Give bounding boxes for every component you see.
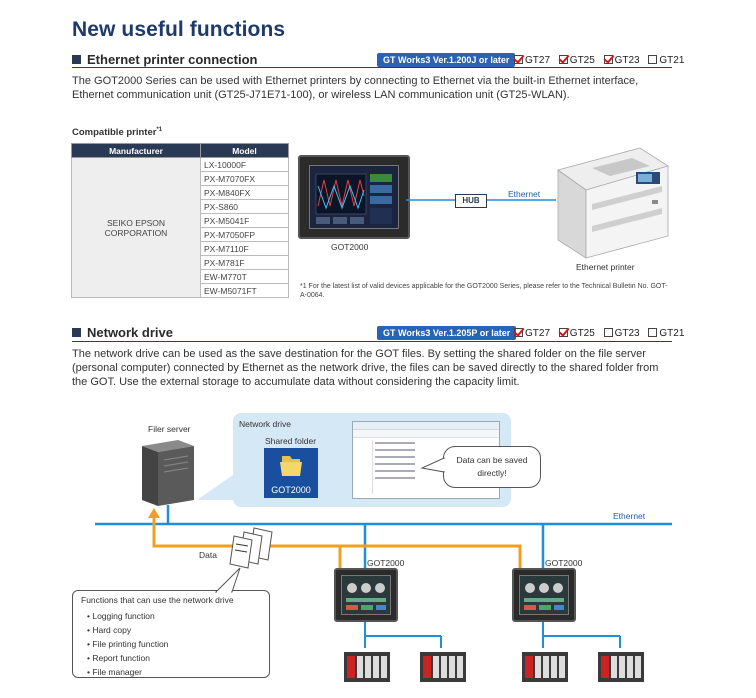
functions-title: Functions that can use the network drive: [81, 595, 234, 605]
model-cell: EW-M770T: [200, 269, 289, 284]
folder-name: GOT2000: [271, 485, 311, 495]
got2000-panel-icon: [334, 568, 398, 622]
data-label: Data: [199, 550, 217, 560]
functions-pointer: [214, 567, 241, 593]
ethernet-printer-label: Ethernet printer: [576, 262, 635, 272]
version-badge: GT Works3 Ver.1.205P or later: [377, 326, 517, 340]
square-bullet-icon: [72, 55, 81, 64]
section-ethernet-printer-title: Ethernet printer connection: [72, 52, 257, 67]
footnote: *1 For the latest list of valid devices …: [300, 283, 668, 299]
printer-icon: [557, 147, 669, 259]
list-item: • File printing function: [87, 639, 169, 649]
model-cell: PX-S860: [200, 199, 289, 214]
checkbox-checked-icon: [558, 328, 568, 337]
hmi-screen: [341, 575, 391, 615]
network-drive-label: Network drive: [239, 419, 291, 429]
compatible-printer-table: Manufacturer Model SEIKO EPSON CORPORATI…: [71, 143, 289, 298]
model-cell: PX-M7050FP: [200, 227, 289, 242]
section-rule: [72, 341, 672, 342]
got2000-label: GOT2000: [545, 558, 583, 568]
checkbox-empty-icon: [648, 328, 658, 337]
got2000-label: GOT2000: [331, 242, 369, 252]
section-rule: [72, 67, 672, 68]
model-cell: PX-M840FX: [200, 185, 289, 200]
shared-folder-tile: GOT2000: [264, 448, 318, 498]
version-badge: GT Works3 Ver.1.200J or later: [377, 53, 516, 67]
checkbox-checked-icon: [603, 55, 613, 64]
model-cell: PX-M781F: [200, 255, 289, 270]
got2000-label: GOT2000: [367, 558, 405, 568]
checkbox-checked-icon: [514, 55, 523, 64]
model-checklist: GT27 GT25 GT23 GT21: [508, 55, 684, 66]
trend-graph-icon: [315, 173, 392, 224]
model-cell: PX-M7110F: [200, 241, 289, 256]
table-row: EW-M5071FT: [72, 283, 289, 298]
plc-icon: [598, 652, 644, 682]
page-heading: New useful functions: [72, 18, 286, 41]
hmi-screen: [519, 575, 569, 615]
gauges-icon: [346, 583, 386, 610]
list-item: • Report function: [87, 653, 150, 663]
functions-list: • Logging function • Hard copy • File pr…: [73, 609, 269, 679]
list-item: • Logging function: [87, 611, 155, 621]
callout-bubble: Data can be saved directly!: [443, 446, 541, 488]
table-header: Model: [200, 143, 289, 158]
hmi-screen: [309, 165, 399, 229]
checkbox-checked-icon: [514, 328, 523, 337]
ethernet-label: Ethernet: [508, 189, 541, 199]
table-caption: Compatible printer*1: [72, 127, 163, 139]
file-list-icon: [375, 442, 415, 479]
checkbox-checked-icon: [558, 55, 568, 64]
network-diagram-lines: [95, 505, 672, 648]
file-server-icon: [142, 440, 194, 506]
plc-icon: [420, 652, 466, 682]
square-bullet-icon: [72, 328, 81, 337]
model-cell: EW-M5071FT: [200, 283, 289, 298]
explorer-addressbar: [353, 430, 499, 438]
manufacturer-cell: SEIKO EPSON CORPORATION: [71, 157, 201, 298]
model-cell: LX-10000F: [200, 157, 289, 172]
explorer-navpane: [356, 440, 373, 494]
plc-icon: [344, 652, 390, 682]
functions-box: Functions that can use the network drive…: [72, 590, 270, 678]
explorer-titlebar: [353, 422, 499, 430]
hub-box: HUB: [455, 194, 487, 208]
section-description: The network drive can be used as the sav…: [72, 348, 659, 388]
got2000-panel-icon: [512, 568, 576, 622]
callout-text: Data can be saved directly!: [456, 455, 528, 478]
callout-pointer: [420, 457, 445, 473]
plc-icon: [522, 652, 568, 682]
section-network-drive-title: Network drive: [72, 325, 173, 340]
model-checklist: GT27 GT25 GT23 GT21: [508, 328, 684, 339]
shared-folder-label: Shared folder: [265, 436, 317, 446]
section-description: The GOT2000 Series can be used with Ethe…: [72, 75, 639, 101]
checkbox-empty-icon: [648, 55, 658, 64]
documents-icon: [229, 527, 273, 569]
ethernet-label: Ethernet: [613, 511, 646, 521]
folder-icon: [280, 456, 302, 476]
list-item: • File manager: [87, 667, 142, 677]
table-header: Manufacturer: [71, 143, 201, 158]
gauges-icon: [524, 583, 564, 610]
got2000-panel-icon: [298, 155, 410, 239]
list-item: • Hard copy: [87, 625, 132, 635]
model-cell: PX-M7070FX: [200, 171, 289, 186]
file-server-label: Filer server: [148, 424, 191, 434]
model-cell: PX-M5041F: [200, 213, 289, 228]
checkbox-empty-icon: [603, 328, 613, 337]
panel-pointer: [197, 475, 233, 500]
